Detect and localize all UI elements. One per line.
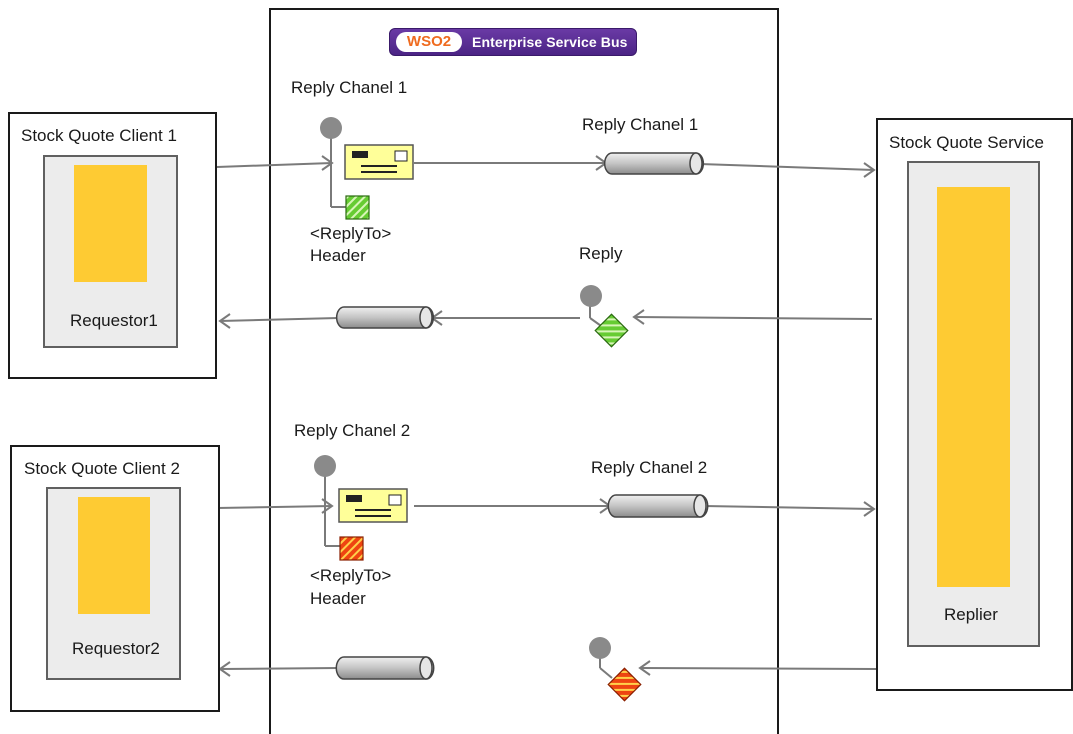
reply-message-green-icon [594,313,629,348]
client-1-title: Stock Quote Client 1 [21,126,177,145]
service-component-bar [937,187,1010,587]
replyto-header-red-icon [339,536,364,561]
pipe-reply-channel-2 [607,494,709,518]
pipe-reply-channel-1 [603,152,705,175]
connector-dot-reply-1 [580,285,602,307]
client-2-title: Stock Quote Client 2 [24,459,180,478]
pipe-reply-1 [335,306,435,329]
client-1-component-label: Requestor1 [70,311,158,330]
message-envelope-1 [344,144,414,180]
esb-frame [269,8,779,734]
client-1-component-bar [74,165,147,282]
reply-flow-2 [218,652,877,679]
reply-message-red-icon [607,667,642,702]
service-title: Stock Quote Service [889,133,1044,152]
esb-title: Enterprise Service Bus [472,34,628,50]
reply-channel-1-label: Reply Chanel 1 [291,78,408,97]
header-label-1: Header [310,246,366,265]
reply-channel-1-pipe-label: Reply Chanel 1 [582,115,699,134]
connector-dot-reply-2 [589,637,611,659]
replyto-header-green-icon [345,195,370,220]
service-component-label: Replier [944,605,998,624]
connector-dot-1 [320,117,342,139]
reply-channel-2-pipe-label: Reply Chanel 2 [591,458,708,477]
wso2-logo: WSO2 [396,32,462,52]
connector-dot-2 [314,455,336,477]
header-label-2: Header [310,589,366,608]
reply-flow-1 [218,300,873,329]
reply-channel-2-label: Reply Chanel 2 [294,421,411,440]
client-2-component-bar [78,497,150,614]
request-flow-1 [216,131,876,208]
message-envelope-2 [338,488,408,523]
reply-label: Reply [579,244,623,263]
client-2-component-label: Requestor2 [72,639,160,658]
request-flow-2 [216,470,876,547]
pipe-reply-2 [335,656,435,680]
esb-badge: WSO2 Enterprise Service Bus [389,28,637,56]
replyto-label-1: <ReplyTo> [310,224,392,243]
replyto-label-2: <ReplyTo> [310,566,392,585]
